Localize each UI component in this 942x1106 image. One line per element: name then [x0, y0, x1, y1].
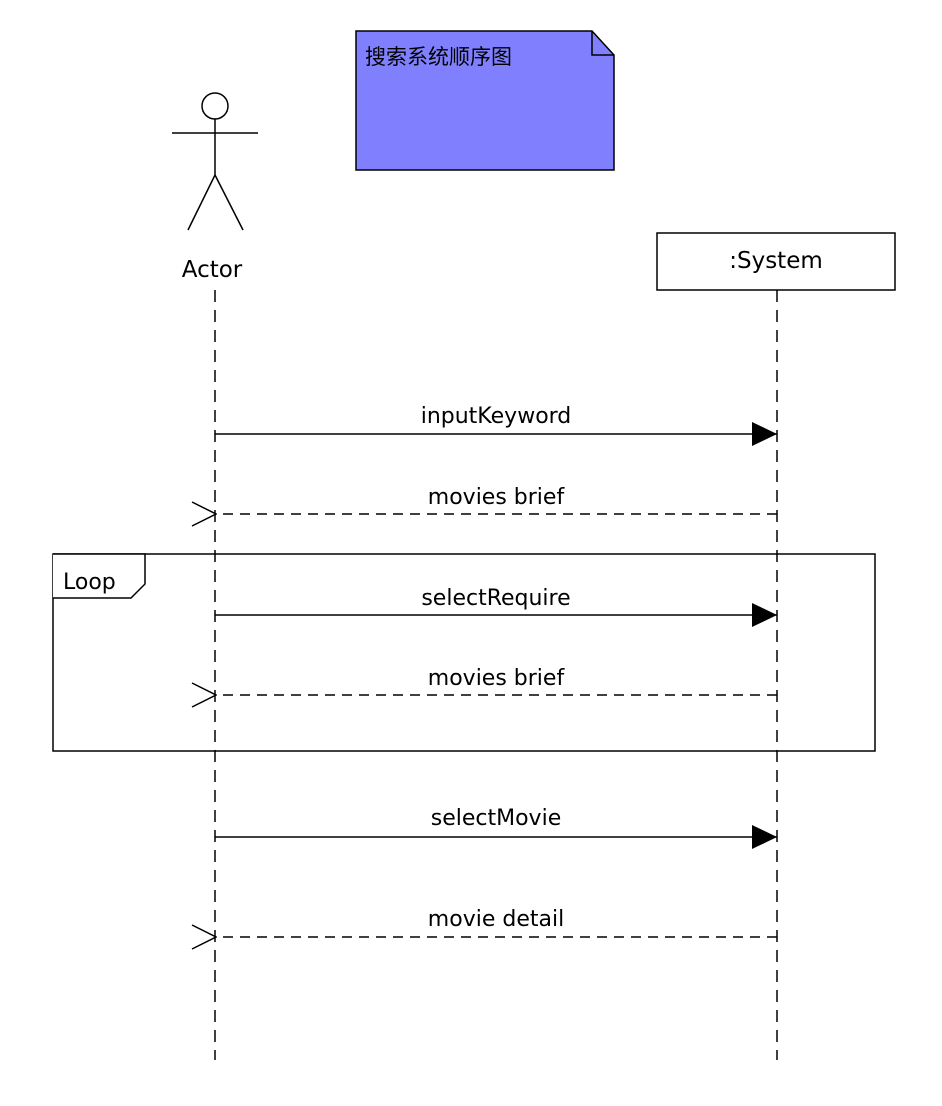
message-6: movie detail [216, 907, 777, 937]
note-title: 搜索系统顺序图 [365, 45, 512, 69]
message-label: movies brief [428, 666, 566, 691]
message-3: selectRequire [215, 586, 777, 627]
message-label: movies brief [428, 485, 566, 510]
message-4: movies brief [216, 666, 777, 695]
system-label: :System [729, 248, 823, 274]
system-lifeline-head: :System [656, 232, 896, 291]
message-label: inputKeyword [421, 404, 572, 429]
note-shape [355, 30, 615, 171]
message-label: movie detail [428, 907, 564, 932]
message-label: selectMovie [431, 806, 561, 831]
actor-figure-icon [172, 92, 258, 231]
loop-fragment: Loop [52, 553, 876, 752]
note-fold [591, 31, 614, 56]
message-2: movies brief [216, 485, 777, 514]
actor-label: Actor [182, 257, 243, 283]
loop-fragment-tab [53, 553, 146, 599]
loop-fragment-label: Loop [63, 570, 116, 595]
message-label: selectRequire [421, 586, 570, 611]
message-1: inputKeyword [215, 404, 777, 446]
message-5: selectMovie [215, 806, 777, 849]
diagram-title-note: 搜索系统顺序图 [355, 30, 615, 171]
